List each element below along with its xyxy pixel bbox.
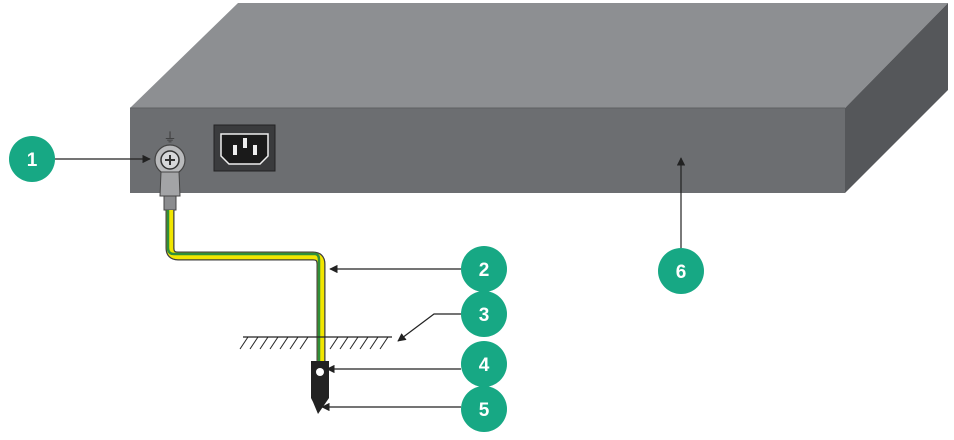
callout-6-circle <box>658 248 704 294</box>
callout-3-number: 3 <box>479 305 490 326</box>
chassis-side-face <box>845 3 948 193</box>
callout-6: 6 <box>658 248 704 294</box>
callout-4-number: 4 <box>479 355 490 376</box>
callout-3-circle <box>461 291 507 337</box>
leader-lines <box>55 154 686 412</box>
leader-line-3 <box>397 313 461 342</box>
callout-1-number: 1 <box>27 150 38 171</box>
grounding-cable-outline <box>165 210 326 362</box>
power-socket-inlet <box>220 133 269 165</box>
callout-1: 1 <box>9 136 55 182</box>
callout-4-circle <box>461 341 507 387</box>
callout-2: 2 <box>461 246 507 292</box>
callout-5: 5 <box>461 386 507 432</box>
ground-surface <box>239 336 392 350</box>
ring-terminal-sleeve <box>163 195 177 211</box>
grounding-cable <box>165 210 326 362</box>
callout-1-circle <box>9 136 55 182</box>
callout-3: 3 <box>461 291 507 337</box>
power-socket-pin-right <box>253 145 257 155</box>
ground-hatching <box>239 336 389 350</box>
grounding-rod-bolt <box>316 368 324 376</box>
ring-terminal-body <box>159 171 181 197</box>
callout-6-number: 6 <box>676 262 687 283</box>
ground-label-icon: ⏚ <box>163 131 176 146</box>
callout-2-number: 2 <box>479 260 490 281</box>
power-socket-pin-left <box>233 145 237 155</box>
grounding-cable-green-stripe <box>166 210 321 362</box>
callout-5-number: 5 <box>479 400 490 421</box>
chassis-top-face <box>130 3 948 108</box>
callout-2-circle <box>461 246 507 292</box>
grounding-cable-yellow <box>166 210 325 362</box>
callout-5-circle <box>461 386 507 432</box>
grounding-screw-area: ⏚ <box>154 131 186 176</box>
grounding-rod-body <box>311 361 329 414</box>
ring-terminal <box>159 171 181 211</box>
grounding-rod <box>311 361 329 414</box>
power-socket-pin-center <box>243 138 247 148</box>
callout-4: 4 <box>461 341 507 387</box>
power-socket <box>213 124 276 172</box>
